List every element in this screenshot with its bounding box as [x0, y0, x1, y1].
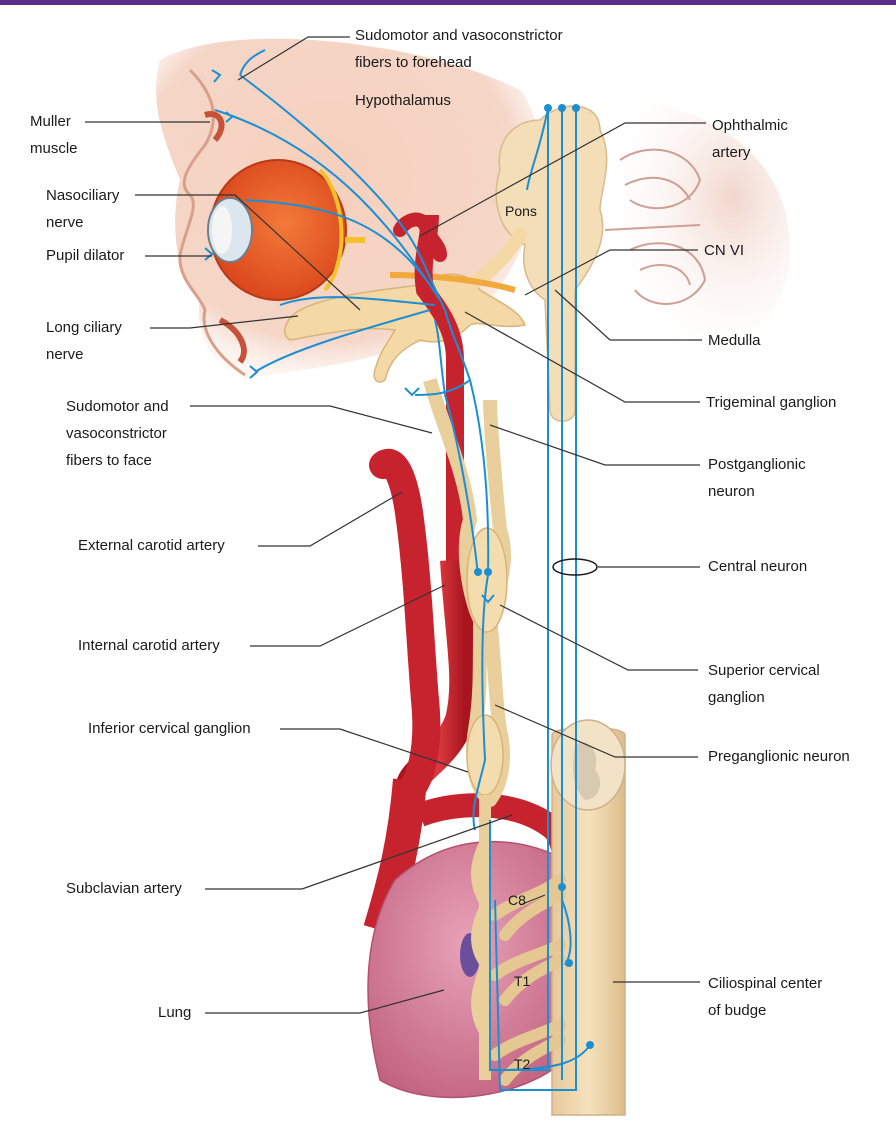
label-pons: Pons: [505, 203, 537, 219]
label-external-carotid: External carotid artery: [78, 537, 225, 554]
cn-vi-nerve: [389, 272, 516, 293]
label-postganglionic-neuron: Postganglionic neuron: [708, 456, 806, 500]
label-lung: Lung: [158, 1004, 192, 1021]
label-cn-vi: CN VI: [704, 242, 745, 259]
label-central-neuron: Central neuron: [708, 558, 808, 575]
label-ciliospinal-center: Ciliospinal center of budge: [708, 975, 823, 1019]
face-profile: [178, 68, 246, 377]
label-sudomotor-forehead: Sudomotor and vasoconstrictor fibers to …: [355, 27, 563, 71]
leader-lines: [85, 36, 706, 1014]
external-carotid-shape: [369, 449, 441, 804]
brainstem: [495, 105, 608, 422]
label-long-ciliary-nerve: Long ciliary nerve: [46, 319, 122, 363]
chain-loops: [471, 837, 490, 1038]
label-internal-carotid: Internal carotid artery: [78, 637, 220, 654]
label-medulla: Medulla: [708, 332, 761, 349]
label-nasociliary-nerve: Nasociliary nerve: [46, 187, 120, 231]
top-frame-bar: [0, 0, 896, 5]
brain-region: [600, 95, 790, 352]
label-pupil-dilator: Pupil dilator: [46, 247, 125, 264]
lower-eyelid-muscle: [218, 317, 247, 364]
label-c8: C8: [508, 892, 526, 908]
nerve-terminals: [204, 69, 495, 604]
nerve-pathways: [214, 49, 591, 1091]
gray-matter: [573, 742, 601, 800]
label-trigeminal-ganglion: Trigeminal ganglion: [706, 394, 837, 411]
spinal-roots: [489, 874, 566, 1086]
label-inferior-cervical-ganglion: Inferior cervical ganglion: [88, 720, 251, 737]
label-t2: T2: [514, 1056, 531, 1072]
label-ophthalmic-artery: Ophthalmic artery: [712, 117, 788, 161]
label-muller-muscle: Muller muscle: [30, 113, 78, 157]
label-t1: T1: [514, 973, 531, 989]
nerve-endings: [474, 104, 594, 1049]
label-subclavian-artery: Subclavian artery: [66, 880, 182, 897]
central-neuron-marker: [552, 558, 598, 576]
label-hypothalamus: Hypothalamus: [355, 92, 451, 109]
eyeball: [207, 159, 365, 301]
label-preganglionic-neuron: Preganglionic neuron: [708, 748, 850, 765]
muller-muscle-shape: [204, 111, 225, 142]
label-superior-cervical-ganglion: Superior cervical ganglion: [708, 662, 820, 706]
cerebellum: [604, 148, 707, 305]
label-sudomotor-face: Sudomotor and vasoconstrictor fibers to …: [66, 398, 169, 469]
ica-siphon: [414, 214, 464, 600]
